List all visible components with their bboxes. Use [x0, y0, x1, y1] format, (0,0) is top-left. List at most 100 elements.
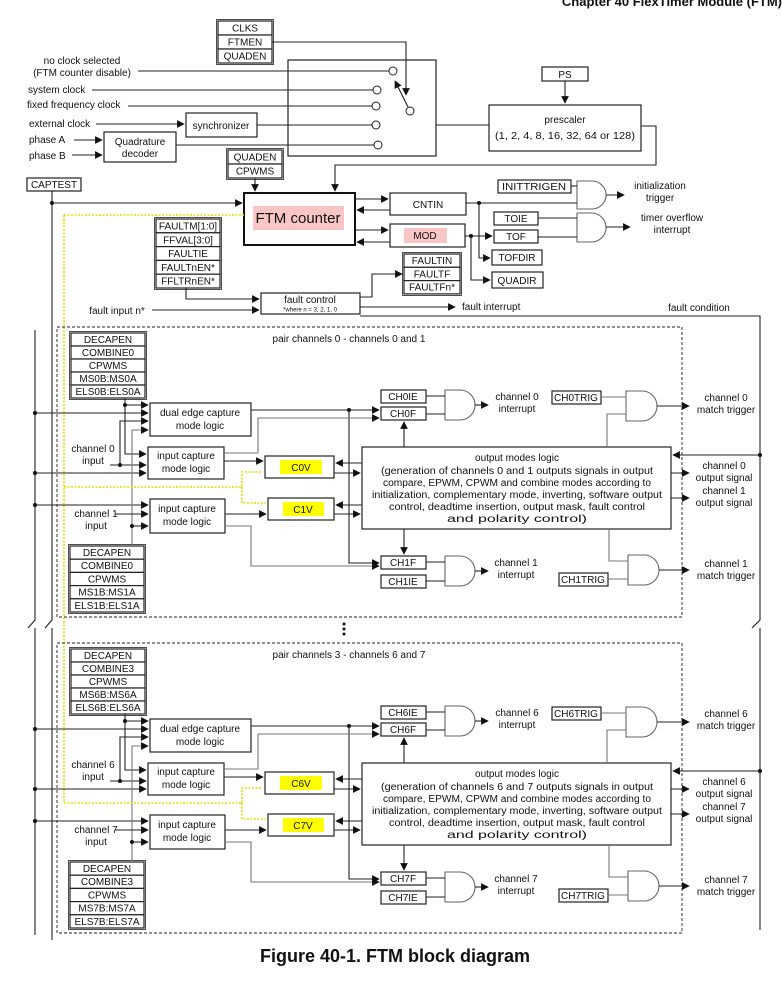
external-clock-label: external clock: [29, 119, 91, 130]
mod-label: MOD: [413, 231, 436, 242]
continuation-dot: [342, 627, 346, 631]
pair-0-trig-b-label: CH1TRIG: [561, 575, 605, 586]
pair-1-regs-b-label: COMBINE3: [81, 877, 134, 888]
pair-1-regs-b-cell: [69, 914, 145, 929]
pair-0-int-a-label-2: interrupt: [499, 404, 536, 415]
pair-0-oml-line: and polarity control): [447, 514, 587, 525]
fault-register-stack: [154, 217, 222, 290]
pair-1-match-b-gate: [627, 870, 660, 902]
switch-contact: [388, 66, 398, 76]
clock-register-stack-label: CLKS: [232, 24, 258, 35]
switch-contact: [371, 101, 381, 111]
pair-1-input-b-label: channel 7: [74, 825, 118, 836]
pair-0-title: pair channels 0 - channels 0 and 1: [273, 334, 426, 345]
inittrigen-label: INITTRIGEN: [502, 182, 566, 193]
pair-0-capture-b-box: [149, 498, 226, 534]
pair-1-dual-edge-box: [149, 718, 252, 753]
pair-0-regs-a: [69, 331, 147, 400]
cntin-label: CNTIN: [413, 200, 444, 211]
toie-label: TOIE: [504, 214, 527, 225]
connector-line: [360, 270, 403, 298]
pair-1-capture-b-label: input capture: [158, 820, 216, 831]
pair-0-input-b-label: channel 1: [74, 509, 118, 520]
pair-0-regs-a-label: MS0B:MS0A: [79, 374, 137, 385]
overflow-label: timer overflow: [641, 213, 704, 224]
pair-1-regs-a: [69, 647, 147, 716]
pair-1-match-b-label-2: match trigger: [697, 887, 756, 898]
pair-0-dual-label-2: mode logic: [176, 421, 224, 432]
pair-0-val-a-label: C0V: [291, 463, 311, 474]
connector-line: [225, 525, 380, 570]
fault-flag-stack-label: FAULTFn*: [409, 283, 455, 294]
pair-1-val-b-label: C7V: [293, 821, 313, 832]
pair-1-int-a-gate: [444, 705, 476, 737]
pair-1-f-b-label: CH7F: [390, 874, 416, 885]
junction-dot: [758, 769, 762, 773]
quadrature-decoder-label: Quadrature: [115, 137, 166, 148]
system-clock-label: system clock: [28, 85, 86, 96]
fixed-frequency-clock-label: fixed frequency clock: [27, 100, 121, 111]
pair-0-f-b-label: CH1F: [390, 558, 416, 569]
prescaler-title: prescaler: [544, 115, 586, 126]
pair-0-ie-a-label: CH0IE: [388, 392, 418, 403]
pair-0-val-b-label: C1V: [293, 505, 313, 516]
fault-register-stack-label: FFVAL[3:0]: [163, 235, 213, 246]
clock-register-stack-label: FTMEN: [228, 38, 262, 49]
pair-0-out-a-label-2: output signal: [696, 473, 753, 484]
connector-line: [606, 413, 626, 447]
pair-0-regs-a-label: ELS0B:ELS0A: [75, 387, 140, 398]
junction-dot: [33, 503, 37, 507]
connector-line: [478, 203, 491, 262]
captest-register: [26, 177, 82, 192]
pair-1-oml-line: compare, EPWM, CPWM and combine modes ac…: [383, 794, 651, 805]
pair-1-oml-line: and polarity control): [447, 830, 587, 841]
connector-line: [225, 841, 380, 886]
pair-0-regs-b-label: MS1B:MS1A: [78, 588, 136, 599]
connector-line: [608, 529, 628, 562]
pair-0-int-a-label: channel 0: [495, 392, 539, 403]
counter-register-stack-label: QUADEN: [234, 153, 277, 164]
phase-a-label: phase A: [29, 135, 65, 146]
pair-0-input-b-label-2: input: [85, 521, 107, 532]
fault-interrupt-label: fault interrupt: [462, 302, 521, 313]
pair-1-int-b-gate: [444, 871, 476, 903]
junction-dot: [33, 787, 37, 791]
connector-line: [360, 315, 761, 930]
pair-0-capture-a-box: [147, 446, 225, 480]
overflow-label-2: interrupt: [654, 225, 691, 236]
pair-0-out-b-label: channel 1: [702, 486, 746, 497]
junction-dot: [758, 453, 762, 457]
init-trigger-and-gate: [576, 180, 607, 210]
fault-condition-label: fault condition: [668, 303, 730, 314]
pair-0-regs-b-label: CPWMS: [88, 574, 127, 585]
pair-1-out-b-label: channel 7: [702, 802, 746, 813]
pair-1-regs-b: [68, 860, 146, 930]
fault-register-stack-label: FAULTnEN*: [161, 263, 215, 274]
quadrature-decoder-box: [103, 131, 177, 163]
pair-1-out-a-label-2: output signal: [696, 789, 753, 800]
pair-1-oml-line: control, deadtime insertion, output mask…: [389, 818, 645, 829]
pair-0-ie-b-label: CH1IE: [388, 577, 418, 588]
switch-contact: [372, 85, 382, 95]
pair-0-int-b-label: channel 1: [494, 558, 538, 569]
fault-input-label: fault input n*: [89, 306, 145, 317]
connector-line: [119, 417, 149, 465]
fault-control-box: [260, 292, 361, 315]
pair-1-capture-a-label-2: mode logic: [162, 780, 210, 791]
cntin-box: [389, 192, 467, 216]
pair-0-out-a-label: channel 0: [702, 461, 746, 472]
no-clock-label: no clock selected: [44, 56, 121, 67]
fault-control-label: fault control: [284, 295, 336, 306]
clock-register-stack-label: QUADEN: [224, 52, 267, 63]
continuation-dot: [342, 632, 346, 636]
pair-1-val-b-highlight: [283, 818, 324, 832]
pair-0-capture-b-label-2: mode logic: [163, 517, 211, 528]
pair-1-match-a-gate: [625, 706, 658, 738]
fault-flag-stack-label: FAULTIN: [412, 256, 452, 267]
pair-1-out-b-label-2: output signal: [696, 814, 753, 825]
pair-1-oml-line: initialization, complementary mode, inve…: [372, 806, 662, 817]
connector-line: [44, 191, 53, 940]
connector-line: [131, 742, 149, 862]
fault-register-stack-label: FFLTRnEN*: [161, 277, 215, 288]
